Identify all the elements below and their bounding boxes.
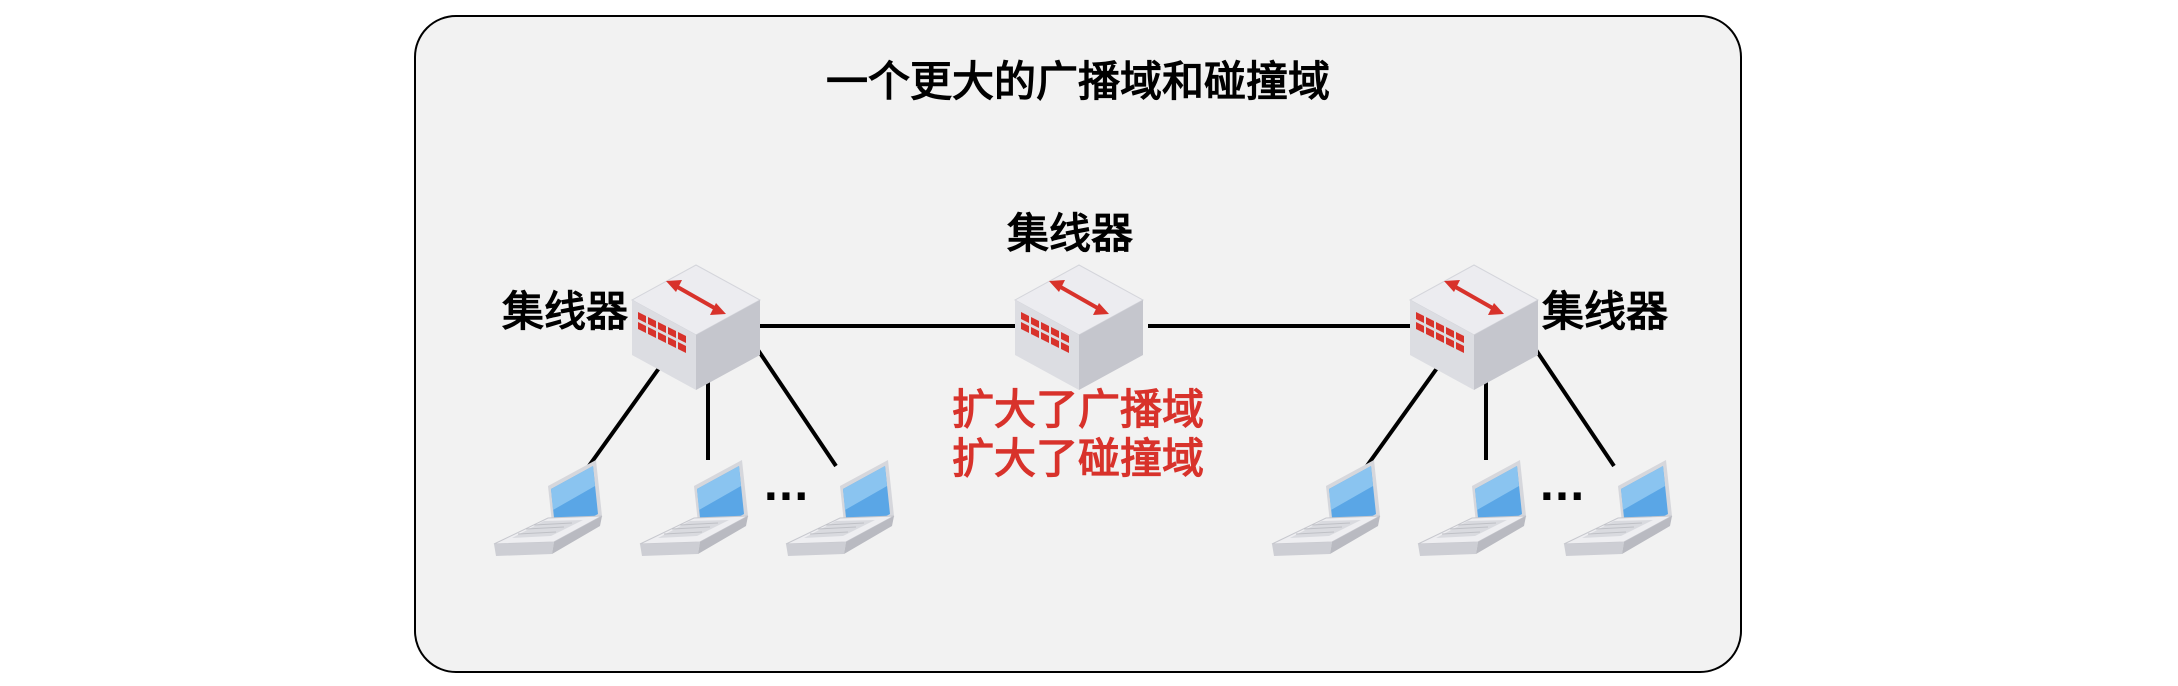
hub-left-label: 集线器 — [501, 287, 629, 336]
link-right-hub-laptop-1 — [1362, 362, 1442, 472]
hub-icon — [630, 263, 762, 392]
laptop-icon — [1417, 459, 1527, 557]
note-collision-domain: 扩大了碰撞域 — [952, 434, 1204, 483]
note-broadcast-domain: 扩大了广播域 — [952, 385, 1204, 434]
link-left-hub-laptop-1 — [584, 362, 664, 472]
hub-right-label: 集线器 — [1541, 287, 1669, 336]
ellipsis-left: ··· — [763, 474, 809, 520]
laptop-icon — [1271, 459, 1381, 557]
hub-icon — [1013, 263, 1145, 392]
link-right-hub-laptop-3 — [1534, 348, 1616, 468]
hub-icon — [1408, 263, 1540, 392]
ellipsis-right: ··· — [1539, 474, 1585, 520]
link-left-hub-laptop-3 — [756, 348, 838, 468]
hub-center-label: 集线器 — [1006, 209, 1134, 258]
laptop-icon — [639, 459, 749, 557]
diagram-title: 一个更大的广播域和碰撞域 — [826, 57, 1330, 106]
laptop-icon — [493, 459, 603, 557]
